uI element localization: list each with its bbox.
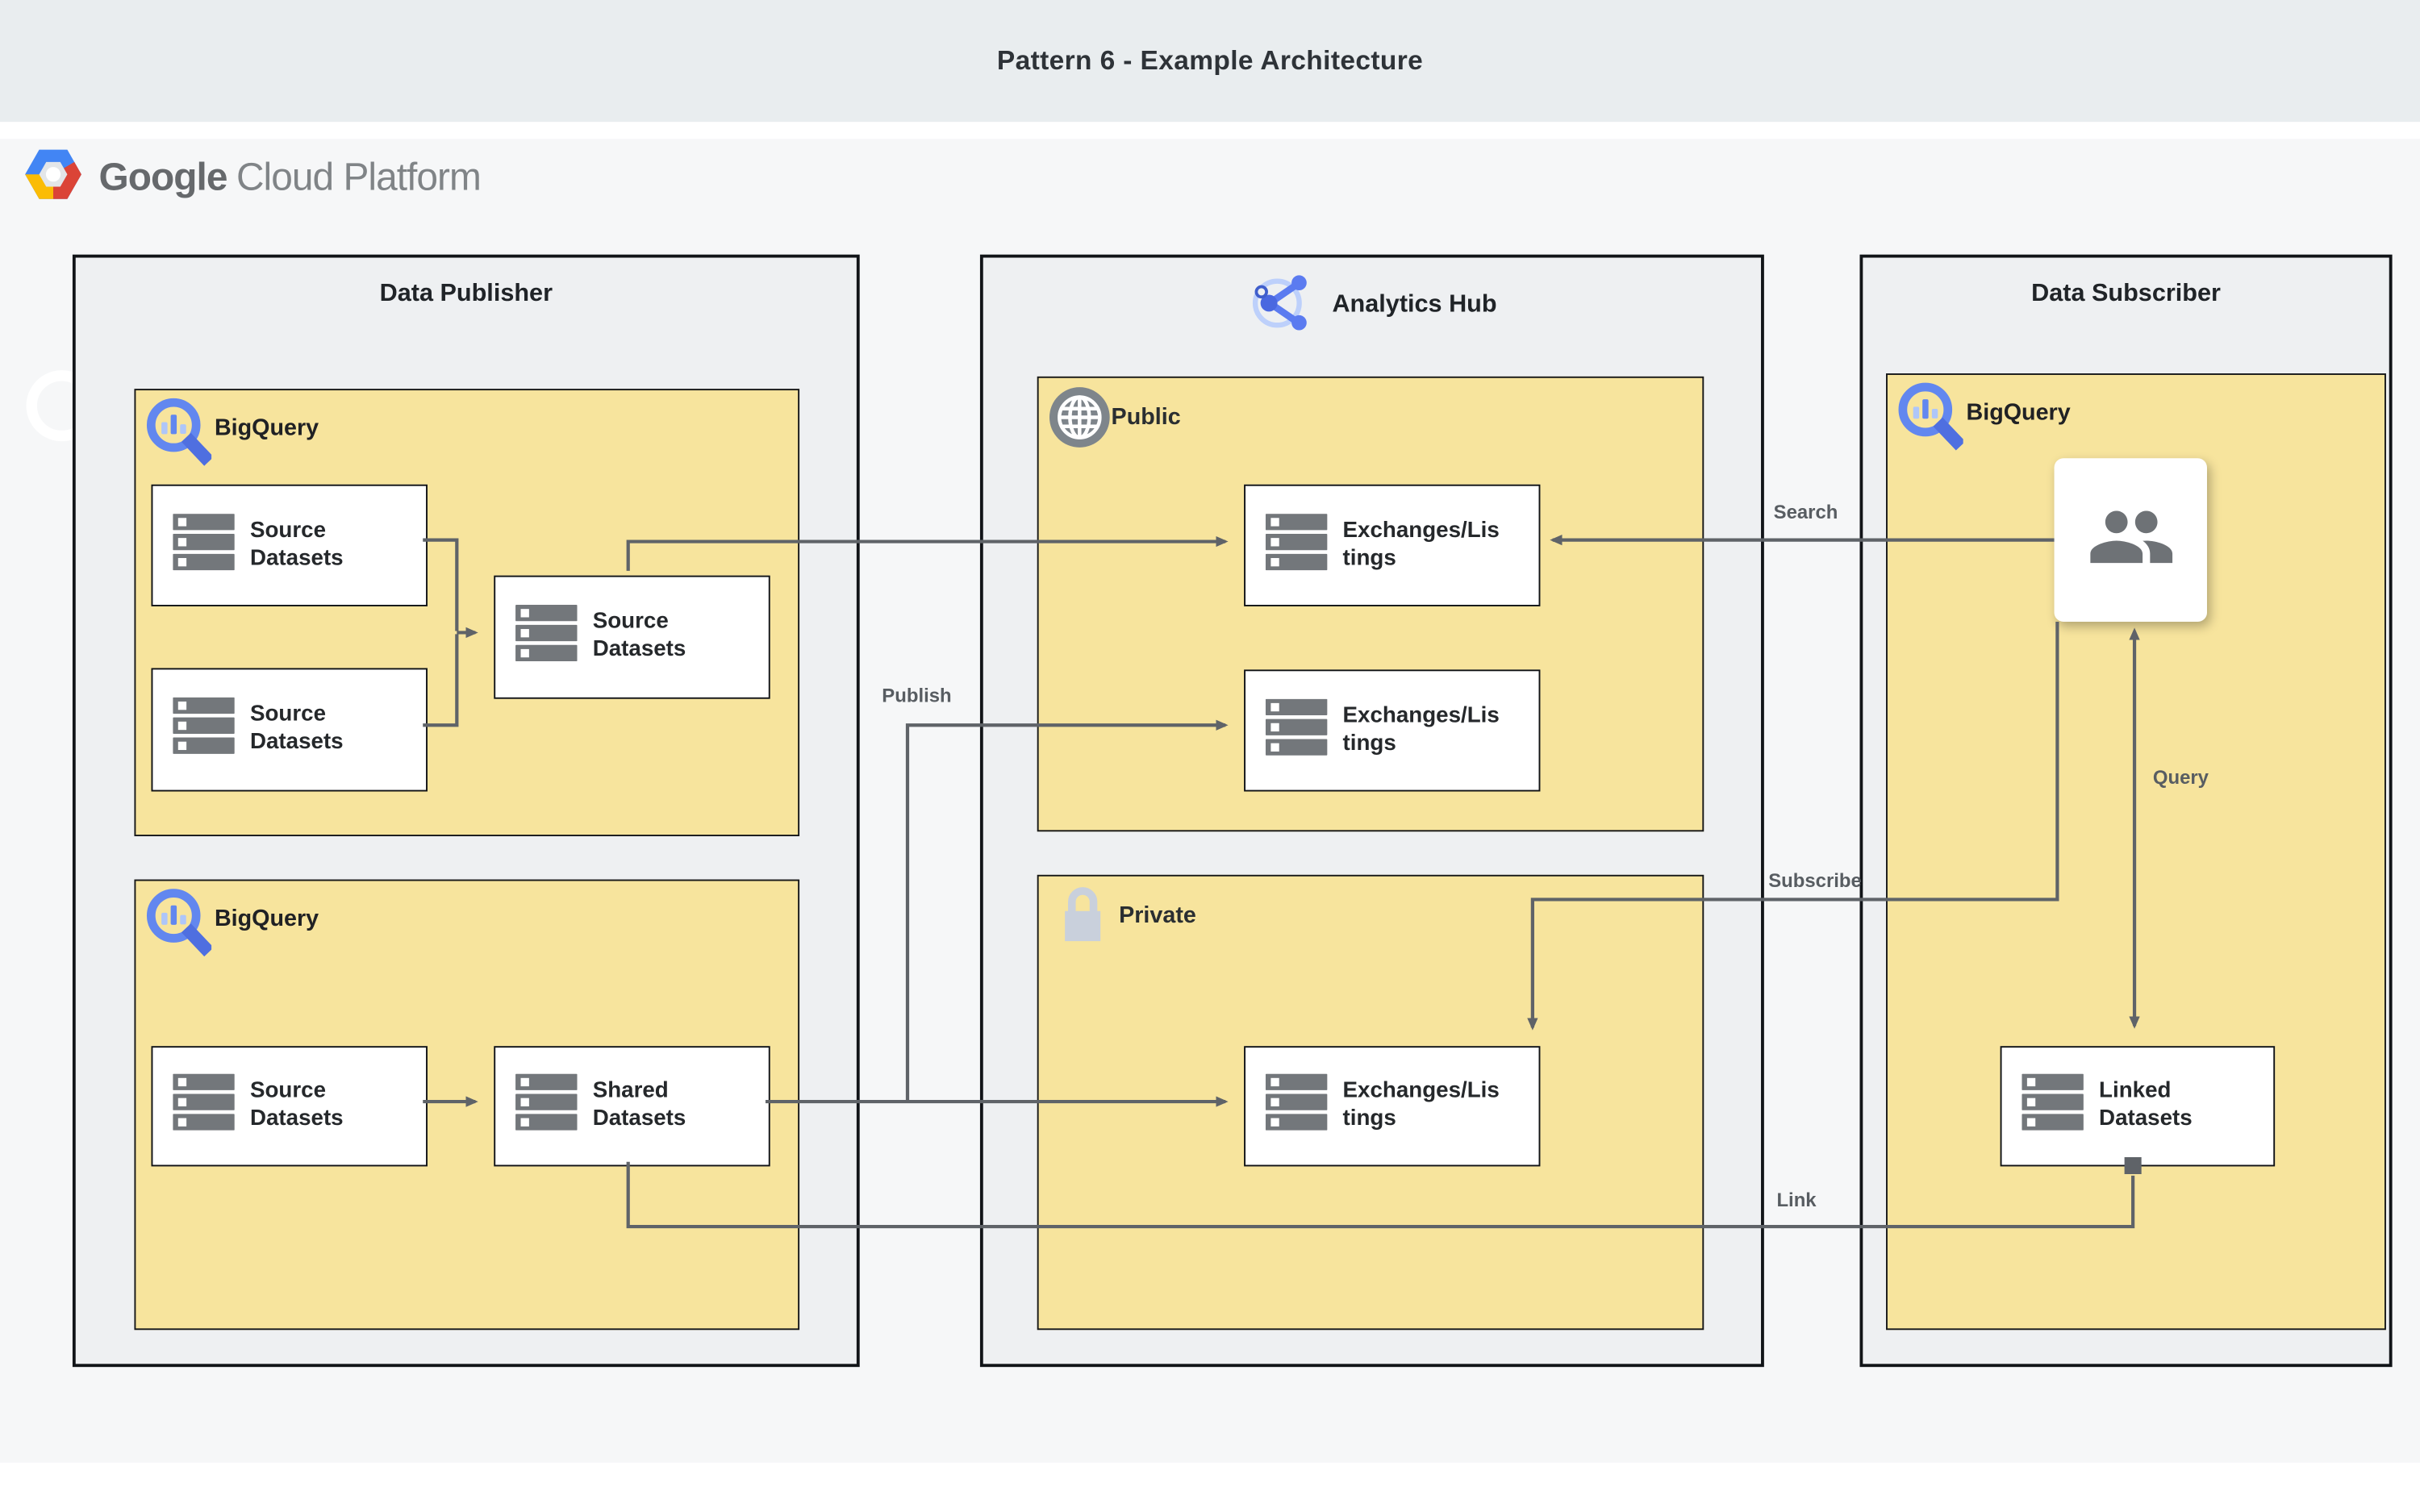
analytics-hub-container: Analytics Hub [979, 254, 1764, 1368]
search-edge-label: Search [1773, 501, 1838, 523]
source-datasets-node: Source Datasets [151, 484, 428, 606]
publisher-bigquery-box-1: BigQuery Source Datasets [134, 389, 800, 836]
node-label: Source Datasets [249, 702, 344, 755]
data-subscriber-container: Data Subscriber BigQuery [1859, 254, 2393, 1368]
gcp-logo-text-bold: Google [98, 155, 227, 198]
page-title: Pattern 6 - Example Architecture [996, 44, 1424, 76]
node-label: Shared Datasets [592, 1078, 686, 1131]
link-edge-label: Link [1776, 1189, 1817, 1211]
subscribe-edge-label: Subscribe [1768, 870, 1862, 892]
node-label: Source Datasets [249, 517, 344, 570]
publish-edge-label: Publish [882, 685, 952, 707]
bigquery-icon [1895, 380, 1966, 461]
bigquery-label: BigQuery [214, 414, 319, 442]
linked-datasets-node: Linked Datasets [2000, 1046, 2276, 1167]
analytics-hub-icon [1247, 270, 1316, 341]
publisher-bigquery-box-2: BigQuery Source Datasets [134, 879, 800, 1331]
data-subscriber-title: Data Subscriber [2031, 281, 2221, 307]
node-label: Linked Datasets [2099, 1078, 2193, 1131]
dataset-icon [1265, 1073, 1328, 1139]
exchanges-listings-node: Exchanges/Listings [1244, 669, 1541, 792]
dataset-icon [515, 605, 578, 669]
bigquery-icon [144, 395, 214, 477]
source-datasets-node: Source Datasets [151, 668, 428, 792]
hub-public-box: Public Exchanges/Listings [1037, 376, 1704, 832]
hub-private-box: Private Exchanges/Listings [1037, 874, 1704, 1331]
dataset-icon [1265, 698, 1328, 763]
node-label: Source Datasets [249, 1078, 344, 1131]
public-label: Public [1111, 404, 1181, 431]
node-label: Exchanges/Listings [1342, 517, 1500, 570]
exchanges-listings-node: Exchanges/Listings [1244, 484, 1541, 606]
data-publisher-container: Data Publisher BigQuery [72, 254, 860, 1368]
gcp-logo-text-light: Cloud Platform [236, 155, 482, 198]
users-icon [2080, 491, 2181, 589]
dataset-icon [173, 1073, 235, 1139]
source-datasets-merged-node: Source Datasets [494, 575, 770, 699]
subscriber-users-card [2054, 458, 2207, 623]
query-edge-label: Query [2152, 766, 2209, 789]
shared-datasets-node: Shared Datasets [494, 1046, 770, 1167]
dataset-icon [173, 697, 235, 762]
private-label: Private [1119, 902, 1196, 929]
node-label: Exchanges/Listings [1342, 702, 1500, 756]
gcp-hexagon-logo-icon [22, 144, 85, 210]
title-bar: Pattern 6 - Example Architecture [0, 0, 2420, 123]
bigquery-label: BigQuery [214, 906, 319, 932]
node-label: Source Datasets [592, 609, 686, 662]
private-header: Private [1059, 884, 1196, 955]
node-label: Exchanges/Listings [1342, 1078, 1500, 1131]
data-publisher-title: Data Publisher [379, 281, 553, 307]
exchanges-listings-node: Exchanges/Listings [1244, 1046, 1541, 1167]
analytics-hub-title: Analytics Hub [1332, 291, 1497, 319]
globe-icon [1048, 385, 1111, 456]
dataset-icon [1265, 513, 1328, 577]
bigquery-header: BigQuery [144, 395, 319, 477]
public-header: Public [1048, 385, 1181, 456]
bigquery-header: BigQuery [144, 885, 319, 967]
bigquery-label: BigQuery [1966, 399, 2071, 427]
analytics-hub-header: Analytics Hub [983, 270, 1761, 341]
dataset-icon [515, 1073, 578, 1139]
source-datasets-node: Source Datasets [151, 1046, 428, 1167]
dataset-icon [173, 513, 235, 577]
bigquery-header: BigQuery [1895, 380, 2071, 461]
bigquery-icon [144, 885, 214, 967]
dataset-icon [2022, 1073, 2084, 1139]
lock-icon [1059, 884, 1107, 955]
